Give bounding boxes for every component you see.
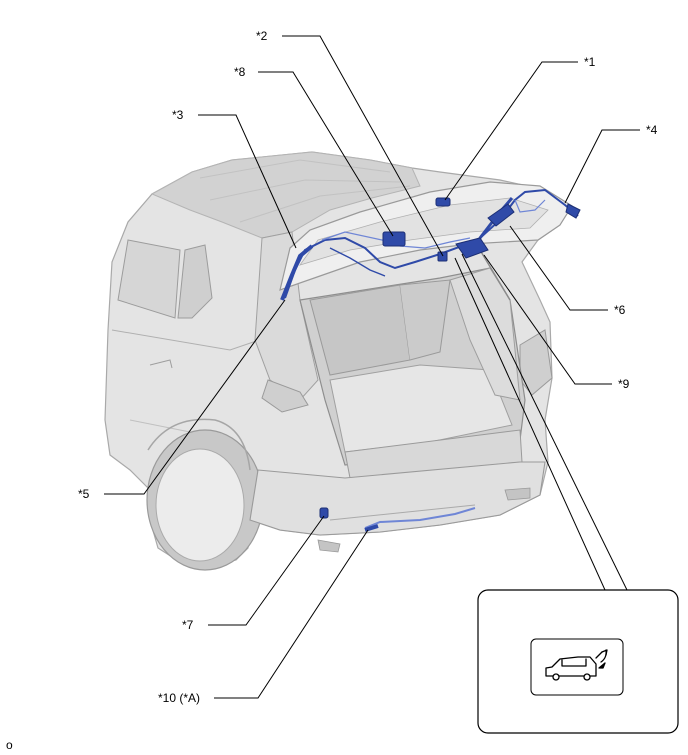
footer-mark: o [6,738,13,752]
callout-1: *1 [584,55,596,69]
leader-line-3 [198,114,297,249]
component-10-kick-sensor [364,507,476,529]
components [319,197,581,532]
strut-wire-harness [280,244,314,301]
leader-lines [104,35,640,699]
component-4-harness-end [565,203,581,219]
callout-10: *10 (*A) [158,691,200,705]
leader-line-1 [444,61,578,201]
component-7-sensor [319,507,329,519]
leader-line-7 [208,515,325,626]
callout-8: *8 [234,65,246,79]
back-door-gas-strut [479,249,511,301]
back-door-wire-harness [284,188,579,299]
callout-7: *7 [182,618,194,632]
callout-6: *6 [614,303,626,317]
callout-labels: *1 *2 *3 *4 *5 *6 *7 *8 *9 *10 (*A) [78,29,658,705]
component-6-harness-branch [487,203,515,227]
inset-pointer-line-b [461,253,628,591]
side-window-front [117,239,181,319]
leader-line-9 [483,254,612,385]
callout-4: *4 [646,123,658,137]
power-back-door-icon [545,649,608,681]
callout-9: *9 [618,377,630,391]
inset-pointer-line-a [454,257,606,591]
component-8-module [382,231,406,247]
leader-line-2 [282,35,444,257]
inset-icon-frame [530,638,624,696]
callout-3: *3 [172,108,184,122]
side-window-rear [177,244,213,319]
tail-lamp-left [261,379,309,413]
leader-line-8 [258,71,394,237]
component-1-connector [435,197,451,207]
leader-line-4 [564,129,640,204]
rear-pillar [254,231,319,401]
rear-bumper [249,461,546,536]
roof-ridges [199,159,411,223]
leader-line-5 [104,299,286,495]
roof [150,151,421,239]
rear-wheel [146,418,264,571]
callout-5: *5 [78,487,90,501]
inset-box [477,589,679,734]
leader-line-6 [509,225,608,311]
component-9-unit [455,237,489,259]
callout-2: *2 [256,29,268,43]
leader-line-10 [214,529,369,699]
component-2-connector [437,251,448,262]
vehicle-illustration [104,151,573,571]
